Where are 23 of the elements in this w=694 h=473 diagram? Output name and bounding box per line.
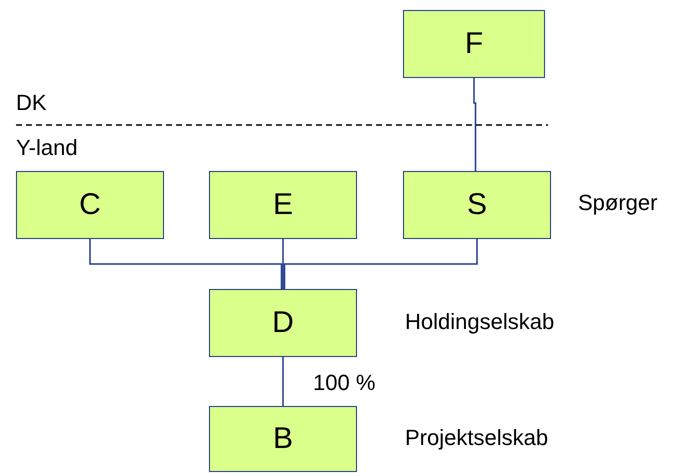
entity-box bbox=[209, 406, 357, 472]
entity-label: C bbox=[79, 188, 101, 222]
entity-label: D bbox=[272, 306, 294, 340]
connector-line bbox=[282, 239, 284, 289]
region-label: Y-land bbox=[16, 135, 78, 161]
connector-line bbox=[282, 357, 284, 406]
entity-box bbox=[16, 171, 164, 239]
role-label: Spørger bbox=[578, 190, 658, 216]
region-label: DK bbox=[16, 90, 47, 116]
entity-label: F bbox=[464, 27, 484, 61]
entity-box bbox=[403, 171, 551, 239]
entity-label: B bbox=[272, 422, 293, 456]
role-label: Projektselskab bbox=[405, 425, 548, 451]
entity-box bbox=[209, 171, 357, 239]
entity-box bbox=[209, 289, 357, 357]
edge-label: 100 % bbox=[313, 370, 376, 396]
entity-box bbox=[403, 10, 545, 78]
connector-line bbox=[89, 239, 282, 289]
entity-label: E bbox=[272, 188, 293, 222]
connector-line bbox=[284, 239, 478, 289]
connector-line bbox=[473, 78, 476, 171]
entity-label: S bbox=[466, 188, 487, 222]
role-label: Holdingselskab bbox=[405, 309, 554, 335]
